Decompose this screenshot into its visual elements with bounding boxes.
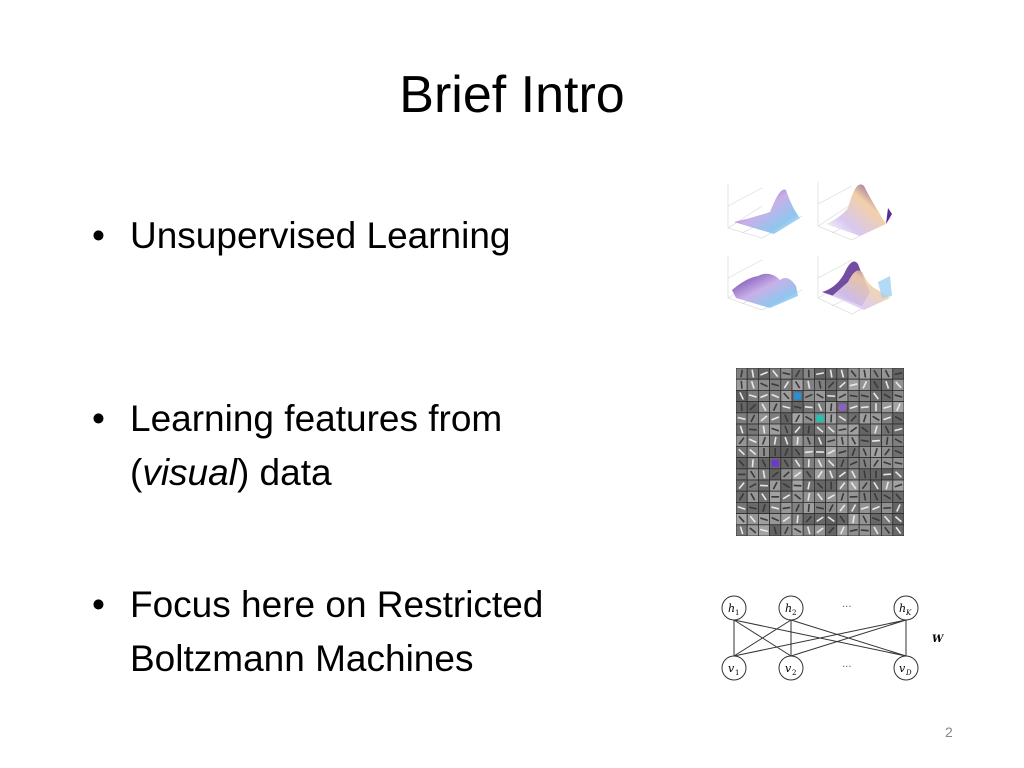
node-label: h [785, 602, 792, 615]
surface-plots-figure [727, 182, 893, 315]
node-subscript: 1 [735, 609, 739, 617]
italic-word: visual [142, 452, 237, 493]
visible-layer: v 1 v 2 ··· v D [721, 655, 919, 681]
node-label: h [728, 602, 735, 615]
bullet-marker: • [92, 584, 105, 625]
weight-label: W [932, 634, 945, 645]
hidden-layer: h 1 h 2 ··· h K [721, 595, 919, 621]
node-subscript: 2 [792, 609, 796, 617]
node-label: v [728, 662, 735, 675]
visible-node-2: v 2 [778, 655, 804, 681]
node-subscript: K [905, 609, 912, 617]
bullet-line-1: Focus here on Restricted [130, 584, 544, 625]
hidden-node-2: h 2 [778, 595, 804, 621]
paren-close-data: ) data [236, 452, 332, 493]
node-subscript: D [905, 669, 912, 677]
bullet-line-2: (visual) data [130, 452, 332, 493]
bullet-text: Focus here on Restricted Boltzmann Machi… [130, 578, 543, 686]
page-number: 2 [945, 724, 953, 740]
node-subscript: 2 [792, 669, 796, 677]
surface-plot-4 [817, 256, 893, 315]
rbm-diagram: h 1 h 2 ··· h K W v 1 v 2 ··· v D [721, 595, 945, 681]
visible-node-d: v D [893, 655, 919, 681]
bullet-marker: • [92, 215, 105, 256]
hidden-node-k: h K [893, 595, 919, 621]
bullet-line-1: Learning features from [130, 398, 503, 439]
node-label: v [899, 662, 906, 675]
node-subscript: 1 [735, 669, 739, 677]
visible-ellipsis: ··· [842, 662, 852, 673]
node-label: h [899, 602, 906, 615]
bullet-marker: • [92, 398, 105, 439]
slide-title: Brief Intro [399, 66, 625, 124]
bullet-line-2: Boltzmann Machines [130, 638, 474, 679]
hidden-node-1: h 1 [721, 595, 747, 621]
bullet-text: Unsupervised Learning [130, 215, 511, 256]
surface-plot-1 [727, 184, 803, 239]
visible-node-1: v 1 [721, 655, 747, 681]
node-label: v [785, 662, 792, 675]
paren-open: ( [130, 452, 143, 493]
learned-filters-grid [736, 368, 904, 536]
bullet-text: Learning features from (visual) data [130, 392, 502, 500]
surface-plot-2 [817, 182, 893, 241]
hidden-ellipsis: ··· [842, 602, 852, 613]
surface-plot-3 [727, 256, 803, 311]
